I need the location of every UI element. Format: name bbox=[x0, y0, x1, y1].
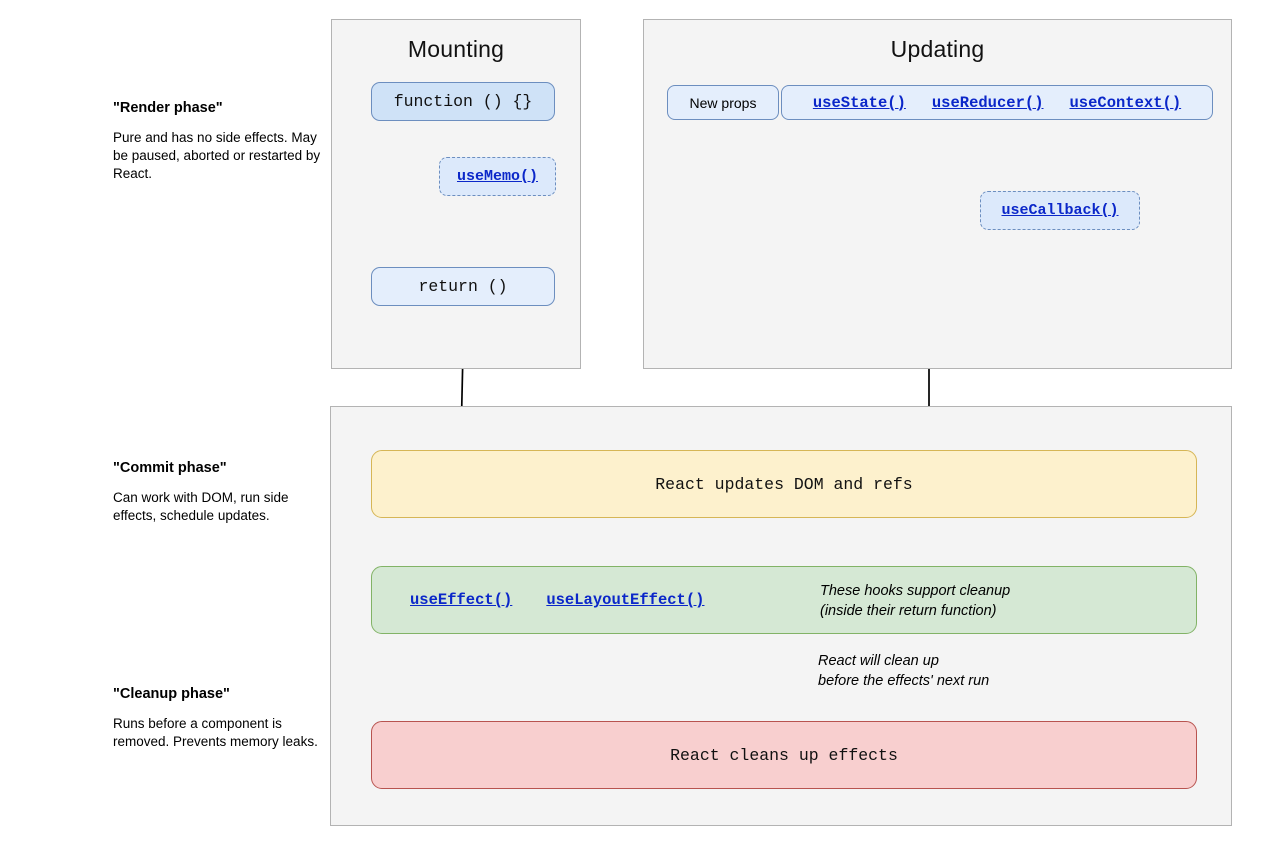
panel-title-mounting: Mounting bbox=[407, 36, 505, 62]
node-label-return: return () bbox=[418, 277, 508, 296]
legend-commit-phase: "Commit phase" Can work with DOM, run si… bbox=[113, 460, 323, 525]
node-function-declaration[interactable]: function () {} bbox=[371, 82, 555, 121]
node-new-props[interactable]: New props bbox=[667, 85, 779, 120]
legend-body-render: Pure and has no side effects. May be pau… bbox=[113, 130, 321, 181]
hook-label-usememo: useMemo() bbox=[456, 168, 538, 185]
node-usememo[interactable]: useMemo() bbox=[439, 157, 556, 196]
node-return[interactable]: return () bbox=[371, 267, 555, 306]
panel-updating: Updating bbox=[643, 19, 1232, 369]
legend-title-commit: "Commit phase" bbox=[113, 460, 227, 476]
node-react-cleans-up-effects[interactable]: React cleans up effects bbox=[371, 721, 1197, 789]
node-label-new-props: New props bbox=[689, 94, 757, 111]
hook-label-usestate[interactable]: useState() bbox=[812, 93, 906, 112]
node-label-function: function () {} bbox=[393, 92, 533, 111]
hook-label-usecallback: useCallback() bbox=[1001, 202, 1119, 219]
hook-row-effects: useEffect() useLayoutEffect() bbox=[410, 591, 704, 609]
node-label-react-cleans-up: React cleans up effects bbox=[670, 745, 898, 765]
annotation-effects-cleanup: These hooks support cleanup (inside thei… bbox=[820, 583, 1011, 619]
hook-label-useeffect[interactable]: useEffect() bbox=[410, 591, 513, 609]
annotation-react-will-clean-up: React will clean up before the effects' … bbox=[818, 653, 990, 689]
node-label-react-updates-dom: React updates DOM and refs bbox=[655, 474, 913, 494]
legend-body-cleanup: Runs before a component is removed. Prev… bbox=[113, 716, 318, 749]
node-state-hooks[interactable]: useState() useReducer() useContext() bbox=[781, 85, 1213, 120]
panel-title-updating: Updating bbox=[890, 36, 985, 62]
legend-render-phase: "Render phase" Pure and has no side effe… bbox=[113, 100, 323, 183]
legend-title-cleanup: "Cleanup phase" bbox=[113, 686, 230, 702]
hook-label-uselayouteffect[interactable]: useLayoutEffect() bbox=[546, 591, 705, 609]
hook-label-usereducer[interactable]: useReducer() bbox=[931, 93, 1044, 112]
node-effect-hooks[interactable]: useEffect() useLayoutEffect() These hook… bbox=[371, 566, 1197, 634]
node-react-updates-dom[interactable]: React updates DOM and refs bbox=[371, 450, 1197, 518]
legend-cleanup-phase: "Cleanup phase" Runs before a component … bbox=[113, 686, 323, 751]
legend-title-render: "Render phase" bbox=[113, 100, 223, 116]
node-usecallback[interactable]: useCallback() bbox=[980, 191, 1140, 230]
hook-row-state: useState() useReducer() useContext() bbox=[813, 94, 1181, 112]
hook-label-usecontext[interactable]: useContext() bbox=[1069, 93, 1182, 112]
legend-body-commit: Can work with DOM, run side effects, sch… bbox=[113, 490, 289, 523]
